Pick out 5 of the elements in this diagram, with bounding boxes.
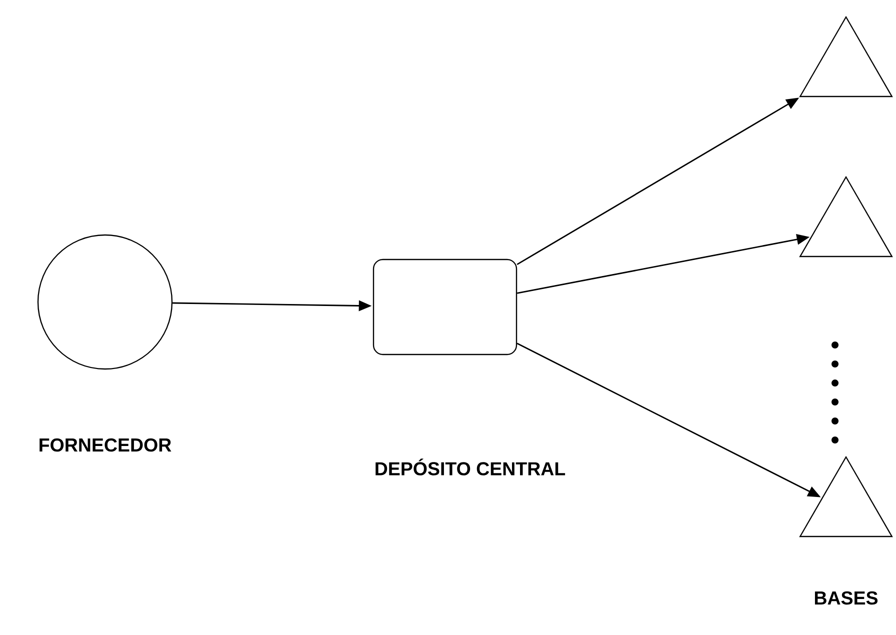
circle xyxy=(37,234,173,370)
node-caption: FORNECEDOR xyxy=(40,438,172,452)
rounded-box xyxy=(372,258,518,356)
group-label: BASES xyxy=(814,591,878,605)
group-label: DEPÓSITO CENTRAL xyxy=(376,458,566,476)
